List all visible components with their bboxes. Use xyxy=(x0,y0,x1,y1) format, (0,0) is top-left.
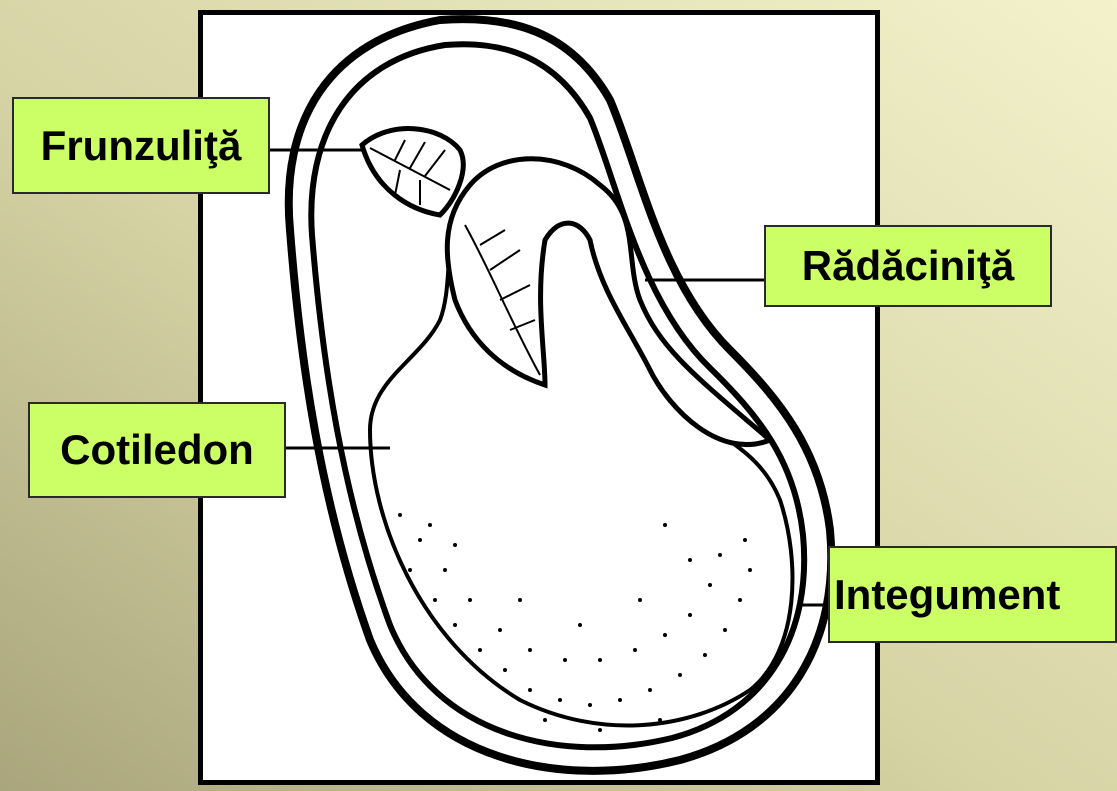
stipple-dots xyxy=(398,513,752,732)
cotyledon-outline xyxy=(370,190,792,725)
label-cotiledon: Cotiledon xyxy=(28,402,286,498)
label-frunzulita: Frunzuliţă xyxy=(12,97,270,194)
label-integument: Integument xyxy=(828,546,1117,643)
leaf-shape xyxy=(362,129,463,215)
seed-coat-outer xyxy=(289,19,832,771)
label-radacinita: Rădăciniţă xyxy=(764,225,1052,307)
embryo-axis xyxy=(447,159,770,445)
